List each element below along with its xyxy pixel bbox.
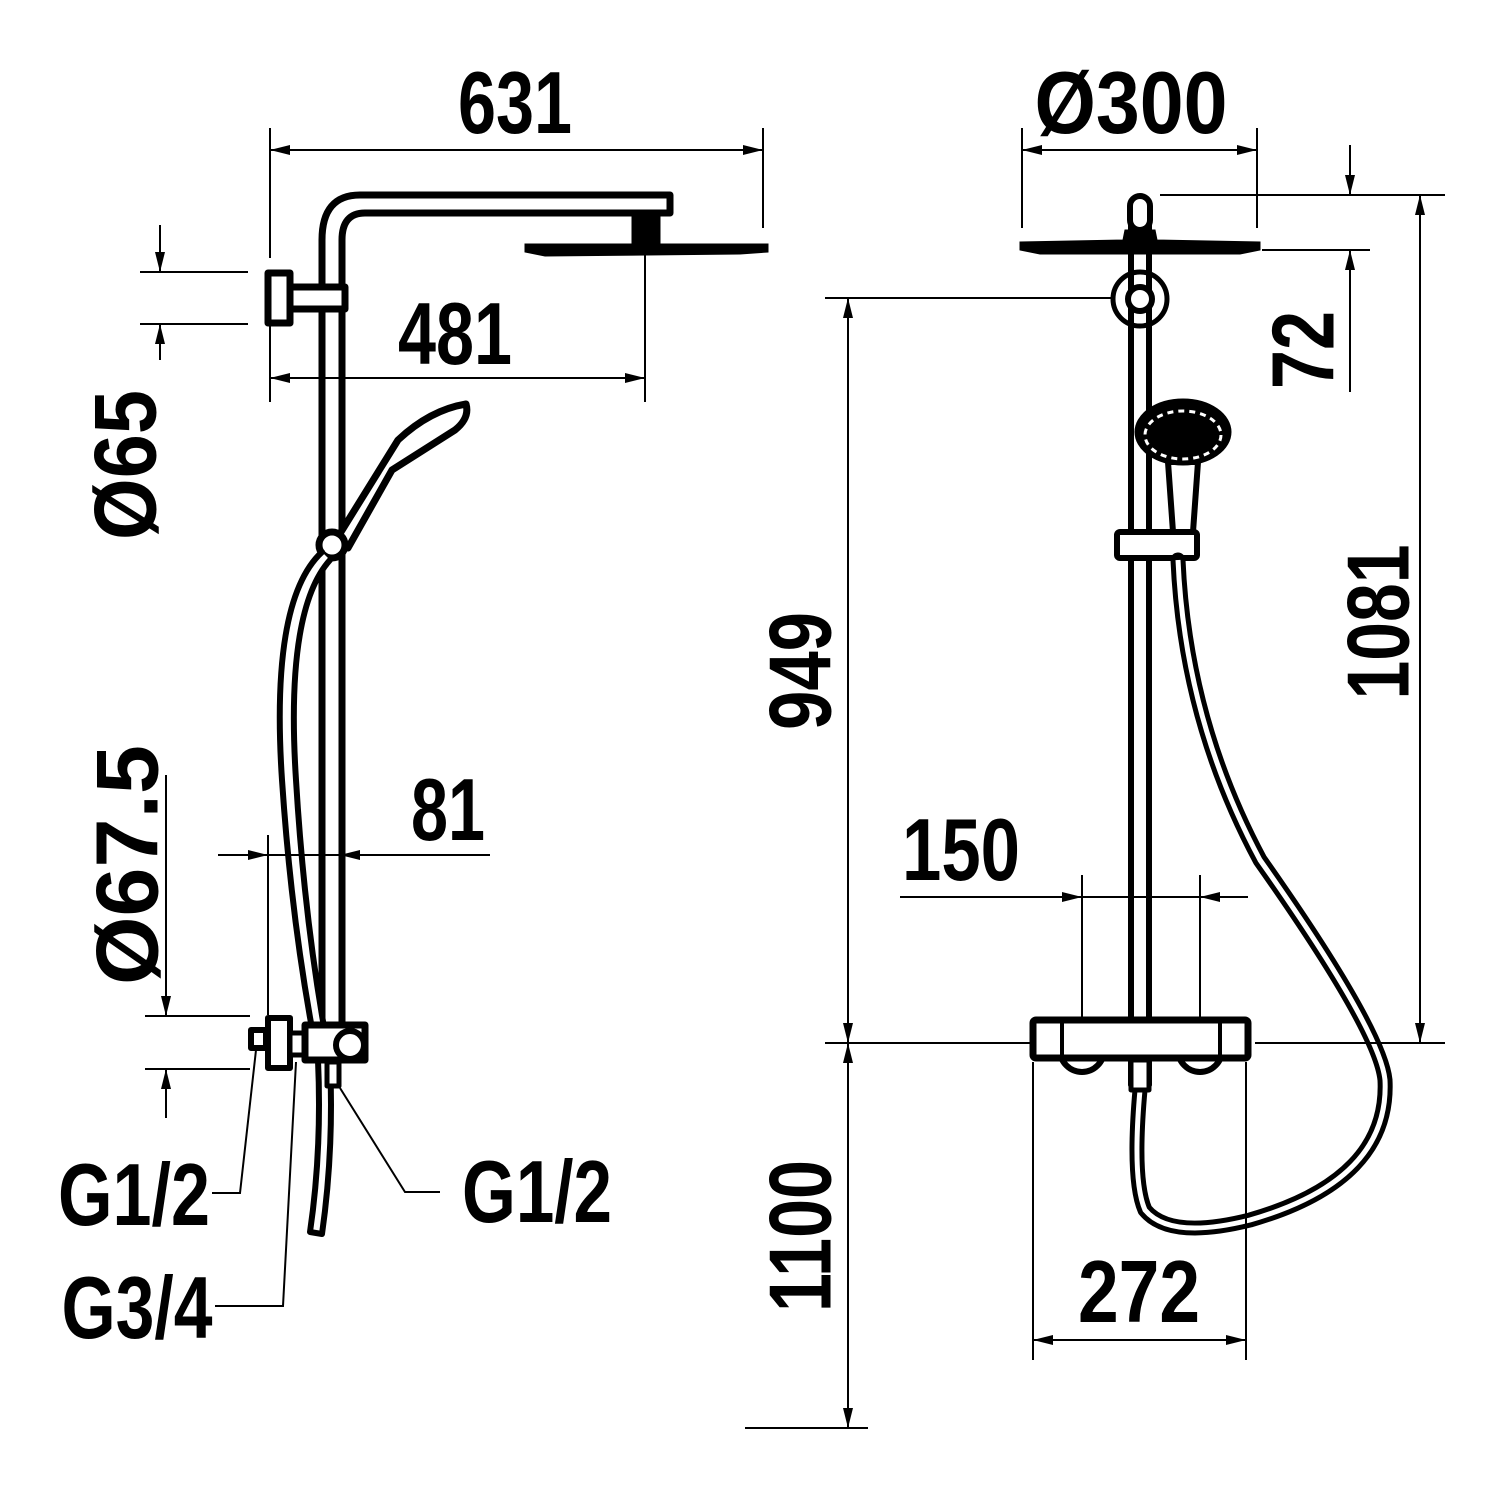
hand-shower-face [1143, 409, 1223, 461]
wall-bracket-hub [1125, 284, 1155, 314]
dim-1100: 1100 [751, 1160, 850, 1312]
slider-front [1114, 529, 1200, 561]
hand-shower-side [332, 400, 471, 552]
hand-shower-head [1134, 398, 1232, 466]
label-g1-2-right: G1/2 [462, 1142, 612, 1241]
dim-631: 631 [458, 53, 572, 152]
hose-front-inner [1134, 559, 1388, 1231]
front-view: Ø300 72 1081 949 1100 150 272 [745, 53, 1445, 1429]
inlet-nut [248, 1027, 269, 1051]
label-g3-4: G3/4 [62, 1258, 213, 1357]
head-joint [631, 212, 661, 244]
rain-head-side [524, 243, 769, 257]
dim-481: 481 [398, 284, 512, 383]
rain-head-front [1019, 229, 1261, 255]
dim-dia-300: Ø300 [1035, 53, 1228, 152]
mixer-knob-side [333, 1028, 367, 1062]
riser-pipe-front [1128, 212, 1152, 1088]
wall-flange [265, 1015, 293, 1071]
dim-72: 72 [1254, 311, 1353, 389]
side-view: 631 481 Ø65 81 Ø67.5 G1/2 G1/2 G3/4 [58, 53, 769, 1357]
head-top-knob [1127, 193, 1153, 233]
outlet-side [324, 1059, 342, 1089]
dim-dia-67-5: Ø67.5 [78, 745, 177, 985]
bracket-arm [286, 283, 349, 313]
dim-81: 81 [411, 760, 485, 859]
thermostat-body [1029, 1016, 1252, 1062]
outlet-front [1128, 1057, 1152, 1093]
dim-1081: 1081 [1329, 545, 1428, 700]
label-g1-2-left: G1/2 [58, 1145, 210, 1244]
dim-272: 272 [1078, 1242, 1200, 1341]
hand-shower-handle [1165, 459, 1201, 535]
dim-150: 150 [902, 800, 1020, 899]
riser-pipe [318, 191, 674, 1034]
dim-dia-65: Ø65 [76, 390, 175, 540]
dim-949: 949 [751, 612, 850, 730]
